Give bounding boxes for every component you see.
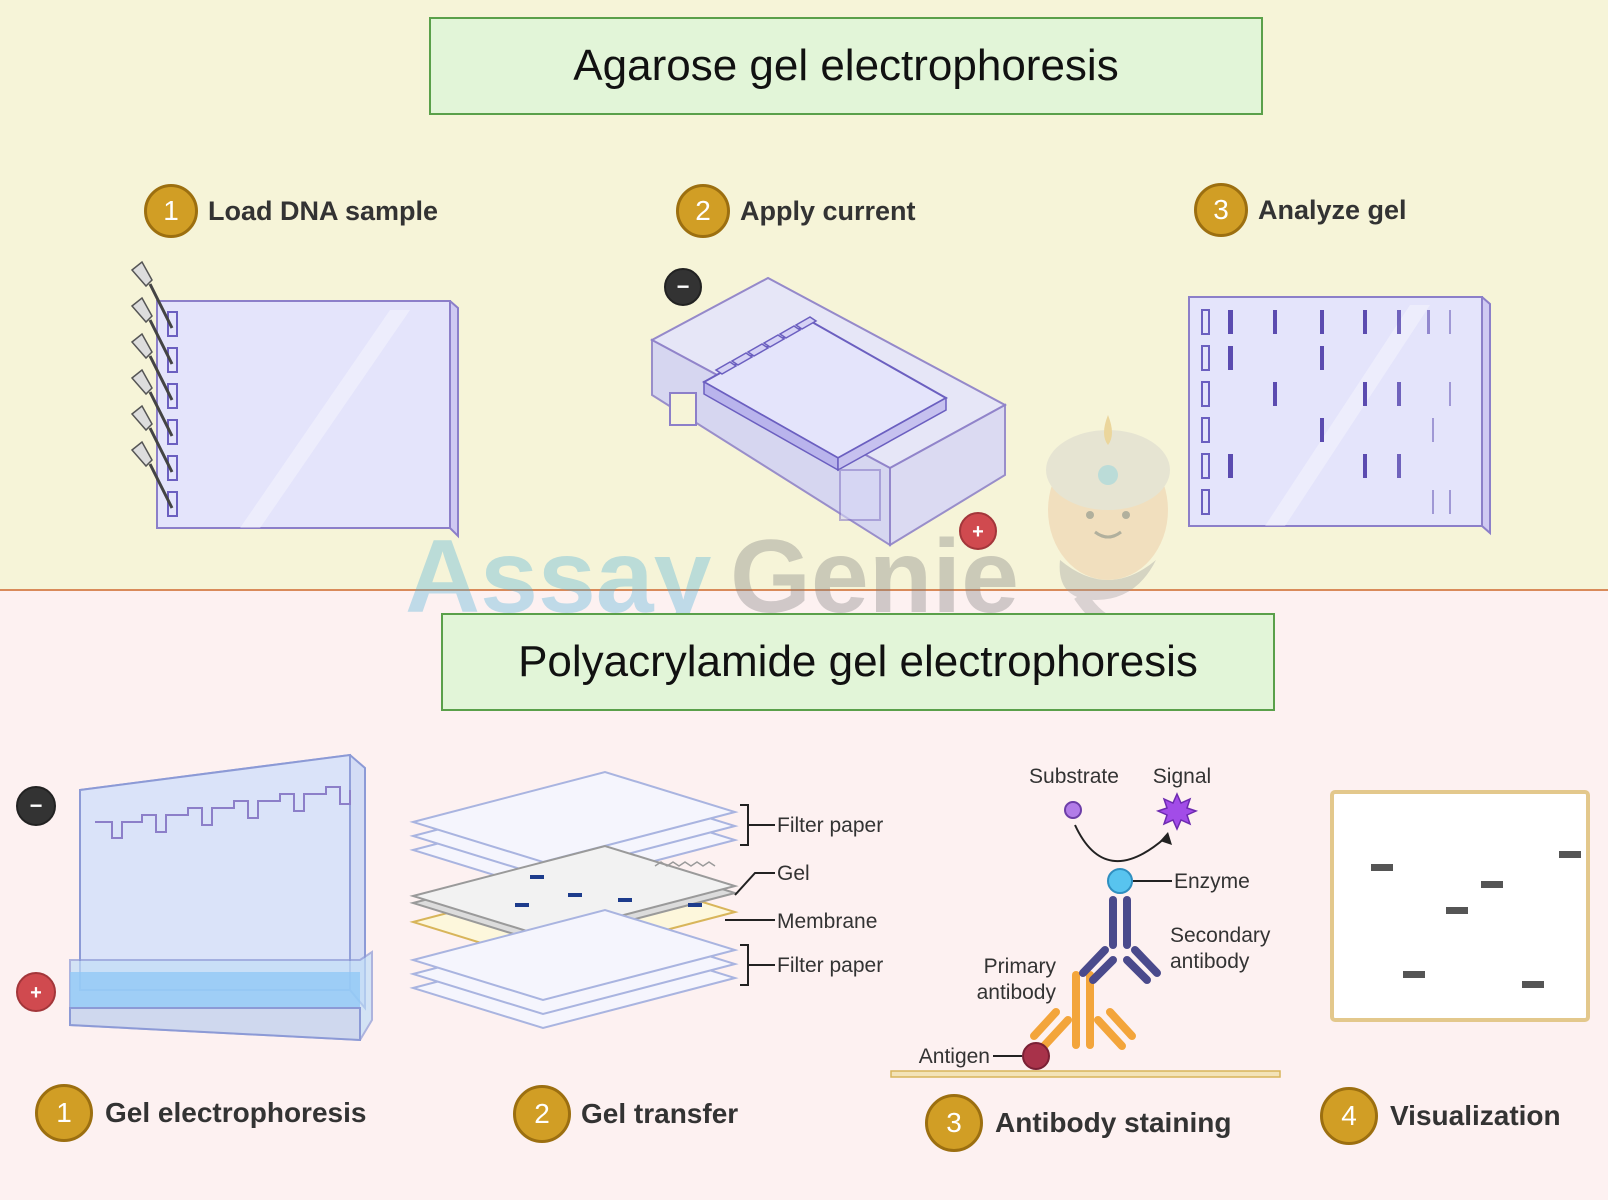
antigen-label: Antigen (919, 1045, 990, 1068)
chamber-wells (714, 316, 818, 375)
analyzed-agarose-gel (1188, 296, 1491, 536)
page-title: Polyacrylamide gel electrophoresis (441, 613, 1275, 711)
transfer-label-leaders (725, 804, 775, 986)
page-positive-sign: + (30, 982, 42, 1004)
agarose-gel-loading-illustration (130, 260, 459, 539)
step-number-badge: 2 (513, 1085, 571, 1143)
page-positive-electrode-icon: + (16, 972, 56, 1012)
page-title-text: Polyacrylamide gel electrophoresis (518, 637, 1198, 686)
membrane-surface (890, 1070, 1281, 1078)
antigen-icon (1022, 1042, 1050, 1070)
step-label: Gel transfer (581, 1098, 739, 1129)
enzyme-label: Enzyme (1174, 870, 1250, 893)
substrate-icon (1064, 801, 1082, 819)
membrane-label: Membrane (777, 910, 877, 933)
positive-electrode-icon: + (959, 512, 997, 550)
step-label: Load DNA sample (208, 195, 439, 226)
step-number-badge: 1 (144, 184, 198, 238)
page-negative-electrode-icon: − (16, 786, 56, 826)
positive-sign: + (972, 521, 984, 543)
substrate-label: Substrate (1029, 765, 1119, 788)
page-negative-sign: − (30, 793, 43, 818)
filter-paper-stack-bottom (409, 908, 739, 1030)
genie-logo-icon (1046, 415, 1170, 632)
agarose-step-2: 2 Apply current (676, 184, 916, 238)
secondary-antibody-icon (1079, 896, 1161, 984)
pipette-tips-icon (130, 260, 174, 509)
primary-antibody-label-line2: antibody (977, 981, 1057, 1004)
negative-sign: − (677, 274, 690, 299)
step-number-badge: 2 (676, 184, 730, 238)
electrophoresis-chamber-illustration (649, 276, 1008, 547)
signal-label: Signal (1153, 765, 1211, 788)
page-electrophoresis-tank-illustration (69, 753, 373, 1042)
agarose-step-1: 1 Load DNA sample (144, 184, 438, 238)
primary-antibody-label-line1: Primary (984, 955, 1057, 978)
signal-icon (1155, 792, 1199, 831)
page-step-1: 1 Gel electrophoresis (35, 1084, 366, 1142)
agarose-step-3: 3 Analyze gel (1194, 183, 1407, 237)
step-label: Apply current (740, 195, 916, 226)
antibody-staining-illustration: Substrate Signal Enzyme Secondary antibo… (890, 765, 1281, 1078)
agarose-title: Agarose gel electrophoresis (429, 17, 1263, 115)
reaction-arrow-icon (1074, 824, 1166, 863)
step-label: Gel electrophoresis (105, 1097, 367, 1128)
filter-paper-top-label: Filter paper (777, 814, 883, 837)
page-step-4: 4 Visualization (1320, 1087, 1561, 1145)
gel-wells (167, 311, 178, 517)
secondary-antibody-label-line2: antibody (1170, 950, 1250, 973)
step-number-badge: 1 (35, 1084, 93, 1142)
filter-paper-bottom-label: Filter paper (777, 954, 883, 977)
page-step-2: 2 Gel transfer (513, 1085, 738, 1143)
enzyme-icon (1107, 868, 1133, 894)
page-step-3: 3 Antibody staining (925, 1094, 1231, 1152)
step-label: Analyze gel (1258, 194, 1407, 225)
dna-bands (1228, 310, 1451, 514)
step-number-badge: 4 (1320, 1087, 1378, 1145)
step-number-badge: 3 (1194, 183, 1248, 237)
step-number-badge: 3 (925, 1094, 983, 1152)
section-divider (0, 589, 1608, 591)
filter-paper-stack-top (409, 770, 739, 892)
blot-bands (1371, 851, 1581, 988)
negative-electrode-icon: − (664, 268, 702, 306)
transfer-sandwich-illustration: Filter paper Gel Membrane Filter paper (409, 770, 883, 1030)
step-label: Visualization (1390, 1100, 1561, 1131)
step-label: Antibody staining (995, 1107, 1232, 1138)
visualization-blot (1330, 790, 1590, 1022)
agarose-title-text: Agarose gel electrophoresis (573, 41, 1119, 90)
secondary-antibody-label-line1: Secondary (1170, 924, 1271, 947)
primary-antibody-icon (1030, 971, 1136, 1050)
gel-label: Gel (777, 862, 810, 885)
